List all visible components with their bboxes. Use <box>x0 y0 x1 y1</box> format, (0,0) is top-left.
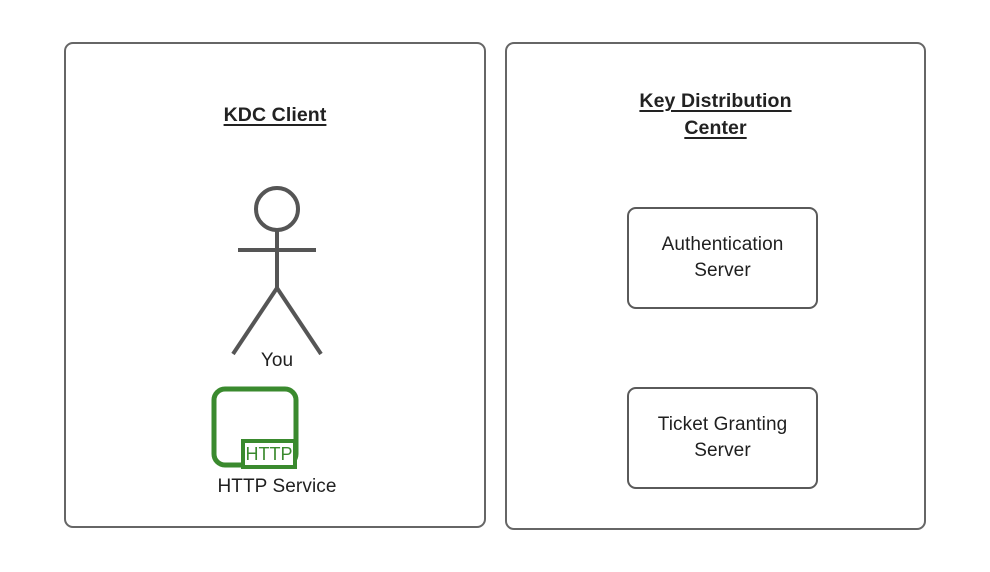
node-http-service: HTTP HTTP Service <box>207 384 347 532</box>
ticket-granting-server-line2: Server <box>694 440 751 461</box>
panel-title-key-distribution-center: Key Distribution Center <box>507 88 924 142</box>
authentication-server-line2: Server <box>694 260 751 281</box>
panel-key-distribution-center: Key Distribution Center Authentication S… <box>505 42 926 530</box>
http-service-icon: HTTP <box>211 386 299 469</box>
panel-title-kdc-client: KDC Client <box>66 102 484 129</box>
ticket-granting-server-line1: Ticket Granting <box>657 414 788 435</box>
box-authentication-server: Authentication Server <box>627 207 818 309</box>
authentication-server-line1: Authentication <box>661 234 784 255</box>
actor-you: You <box>216 162 338 397</box>
panel-kdc-client: KDC Client You HTTP HTTP Service <box>64 42 486 528</box>
http-service-icon-wrap: HTTP <box>207 384 347 470</box>
http-service-label: HTTP Service <box>217 476 337 497</box>
stick-figure-person-icon <box>231 186 323 356</box>
actor-you-label: You <box>260 350 294 371</box>
box-ticket-granting-server: Ticket Granting Server <box>627 387 818 489</box>
panel-title-kdc-line2: Center <box>684 117 747 139</box>
panel-title-kdc-client-text: KDC Client <box>223 104 327 126</box>
panel-title-kdc-line1: Key Distribution <box>639 90 792 112</box>
http-badge-text: HTTP <box>246 444 293 464</box>
